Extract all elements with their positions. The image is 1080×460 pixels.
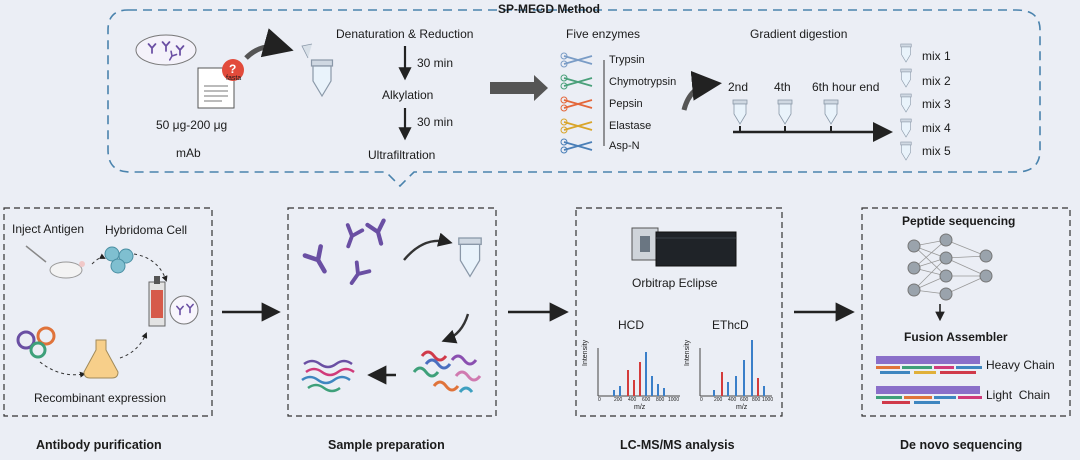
orbitrap-instrument xyxy=(631,227,737,267)
gradient-time-4th: 4th xyxy=(774,80,791,94)
gradient-time-6th: 6th hour end xyxy=(812,80,880,94)
mix-3: mix 3 xyxy=(922,97,951,111)
enzymes-title: Five enzymes xyxy=(566,27,641,41)
bioreactor xyxy=(148,276,166,327)
purification-title: Antibody purification xyxy=(36,438,162,452)
fasta-label: fasta xyxy=(226,75,242,82)
hcd-spectrum xyxy=(597,348,680,397)
hcd-xlabel: m/z xyxy=(634,404,646,411)
gradient-title: Gradient digestion xyxy=(750,27,848,41)
step-ultrafiltration: Ultrafiltration xyxy=(368,148,436,162)
panel-purification xyxy=(3,207,213,417)
denovo-title: De novo sequencing xyxy=(900,438,1023,452)
neural-network xyxy=(913,239,987,295)
enzyme-scissors xyxy=(560,52,593,154)
panel-lcms xyxy=(575,207,783,417)
enzyme-elastase: Elastase xyxy=(609,120,652,132)
hcd-tick-800: 800 xyxy=(656,397,665,403)
heavy-chain-bars xyxy=(876,356,982,374)
hcd-tick-200: 200 xyxy=(614,397,623,403)
question-icon xyxy=(222,59,244,81)
ethcd-xlabel: m/z xyxy=(736,404,748,411)
hcd-tick-600: 600 xyxy=(642,397,651,403)
hcd-tick-400: 400 xyxy=(628,397,637,403)
peptide-strands xyxy=(301,359,355,393)
ethcd-ylabel: Intensity xyxy=(684,339,691,366)
mix-5: mix 5 xyxy=(922,144,951,158)
mix-4: mix 4 xyxy=(922,121,951,135)
gradient-time-2nd: 2nd xyxy=(728,80,749,94)
recombinant-label: Recombinant expression xyxy=(34,391,167,405)
mouse xyxy=(49,261,83,279)
heavy-chain-label: Heavy Chain xyxy=(986,358,1055,372)
hcd-tick-0: 0 xyxy=(598,397,601,403)
step-time-1: 30 min xyxy=(417,56,454,70)
step-time-2: 30 min xyxy=(417,115,454,129)
ethcd-tick-400: 400 xyxy=(728,397,737,403)
ethcd-label: EThcD xyxy=(712,318,749,332)
question-mark: ? xyxy=(229,62,237,76)
sample-name: mAb xyxy=(176,146,201,160)
enzyme-aspn: Asp-N xyxy=(609,140,640,152)
hcd-label: HCD xyxy=(618,318,644,332)
sample-amount: 50 μg-200 μg xyxy=(156,118,228,132)
method-box xyxy=(107,9,1041,188)
ethcd-spectrum xyxy=(699,340,772,397)
purified-antibody-circle xyxy=(169,295,199,325)
ethcd-tick-0: 0 xyxy=(700,397,703,403)
hybridoma-cells xyxy=(104,246,134,274)
step-alkylation: Alkylation xyxy=(382,88,434,102)
step-denaturation: Denaturation & Reduction xyxy=(336,27,474,41)
fusion-assembler-label: Fusion Assembler xyxy=(904,330,1008,344)
mix-1: mix 1 xyxy=(922,49,951,63)
ethcd-tick-1000: 1000 xyxy=(762,397,774,403)
panel-preparation xyxy=(287,207,497,417)
preparation-title: Sample preparation xyxy=(328,438,445,452)
hcd-ylabel: Intensity xyxy=(582,339,589,366)
digested-peptides-clusters xyxy=(412,350,482,393)
hybridoma-label: Hybridoma Cell xyxy=(105,223,188,237)
hcd-tick-1000: 1000 xyxy=(668,397,680,403)
method-title: SP-MEGD Method xyxy=(498,2,600,16)
enzyme-pepsin: Pepsin xyxy=(609,98,643,110)
inject-antigen-label: Inject Antigen xyxy=(12,222,85,236)
plasmid-icons xyxy=(16,326,56,359)
mix-2: mix 2 xyxy=(922,74,951,88)
lcms-title: LC-MS/MS analysis xyxy=(620,438,735,452)
culture-flask xyxy=(83,339,119,379)
ethcd-tick-600: 600 xyxy=(740,397,749,403)
ethcd-tick-200: 200 xyxy=(714,397,723,403)
enzyme-trypsin: Trypsin xyxy=(609,54,645,66)
ethcd-tick-800: 800 xyxy=(752,397,761,403)
instrument-label: Orbitrap Eclipse xyxy=(632,276,718,290)
peptide-sequencing-label: Peptide sequencing xyxy=(902,214,1016,228)
light-chain-label: Light Chain xyxy=(986,388,1051,402)
light-chain-bars xyxy=(876,386,982,404)
enzyme-chymotrypsin: Chymotrypsin xyxy=(609,76,677,88)
panel-denovo xyxy=(861,207,1071,417)
